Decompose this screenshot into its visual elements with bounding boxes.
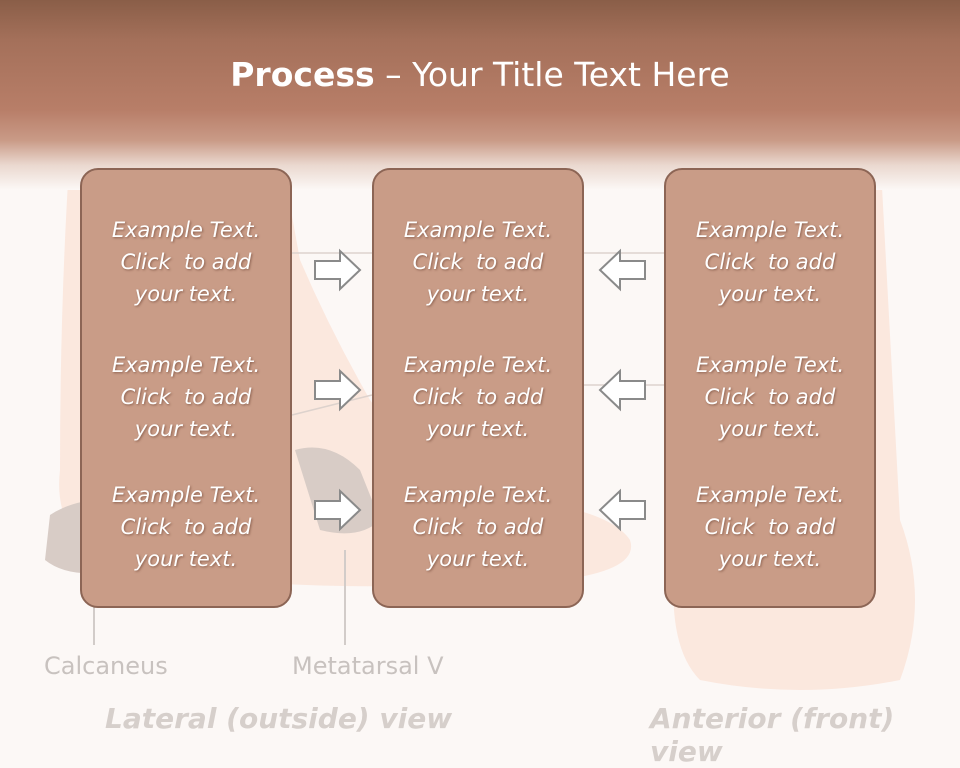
text-line: Click to add [412, 515, 544, 539]
text-line: Example Text. [403, 218, 553, 242]
text-block[interactable]: Example Text. Click to add your text. [82, 214, 290, 310]
title-rest: – Your Title Text Here [374, 55, 730, 94]
text-block[interactable]: Example Text. Click to add your text. [666, 349, 874, 445]
text-line: Example Text. [695, 353, 845, 377]
text-line: Example Text. [695, 483, 845, 507]
text-line: Click to add [704, 250, 836, 274]
text-line: Click to add [704, 385, 836, 409]
caption-anterior-view: Anterior (front) view [650, 702, 895, 768]
text-block[interactable]: Example Text. Click to add your text. [82, 479, 290, 575]
text-line: Example Text. [403, 353, 553, 377]
label-calcaneus: Calcaneus [44, 652, 168, 680]
text-line: your text. [718, 282, 822, 306]
text-line: your text. [134, 417, 238, 441]
arrow-left-icon[interactable] [597, 368, 647, 412]
text-line: your text. [426, 547, 530, 571]
label-metatarsal: Metatarsal V [292, 652, 444, 680]
text-line: your text. [718, 417, 822, 441]
slide-title[interactable]: Process – Your Title Text Here [0, 54, 960, 96]
arrow-right-icon[interactable] [313, 368, 363, 412]
text-line: Example Text. [111, 483, 261, 507]
title-band [0, 0, 960, 190]
arrow-left-icon[interactable] [597, 248, 647, 292]
text-line: Click to add [120, 250, 252, 274]
text-line: Click to add [412, 385, 544, 409]
text-line: your text. [134, 547, 238, 571]
text-line: Example Text. [695, 218, 845, 242]
caption-lateral-view: Lateral (outside) view [105, 702, 453, 735]
card-left[interactable]: Example Text. Click to add your text. Ex… [80, 168, 292, 608]
text-line: your text. [426, 417, 530, 441]
text-line: your text. [134, 282, 238, 306]
text-block[interactable]: Example Text. Click to add your text. [374, 479, 582, 575]
text-block[interactable]: Example Text. Click to add your text. [666, 479, 874, 575]
title-bold: Process [230, 55, 375, 94]
text-line: your text. [718, 547, 822, 571]
text-block[interactable]: Example Text. Click to add your text. [374, 214, 582, 310]
text-block[interactable]: Example Text. Click to add your text. [82, 349, 290, 445]
text-line: Click to add [120, 385, 252, 409]
text-line: Example Text. [111, 218, 261, 242]
card-right[interactable]: Example Text. Click to add your text. Ex… [664, 168, 876, 608]
text-line: Click to add [120, 515, 252, 539]
text-line: Click to add [704, 515, 836, 539]
text-line: Example Text. [111, 353, 261, 377]
arrow-right-icon[interactable] [313, 488, 363, 532]
text-block[interactable]: Example Text. Click to add your text. [374, 349, 582, 445]
text-line: Click to add [412, 250, 544, 274]
text-line: your text. [426, 282, 530, 306]
text-line: Example Text. [403, 483, 553, 507]
card-center[interactable]: Example Text. Click to add your text. Ex… [372, 168, 584, 608]
text-block[interactable]: Example Text. Click to add your text. [666, 214, 874, 310]
arrow-right-icon[interactable] [313, 248, 363, 292]
arrow-left-icon[interactable] [597, 488, 647, 532]
